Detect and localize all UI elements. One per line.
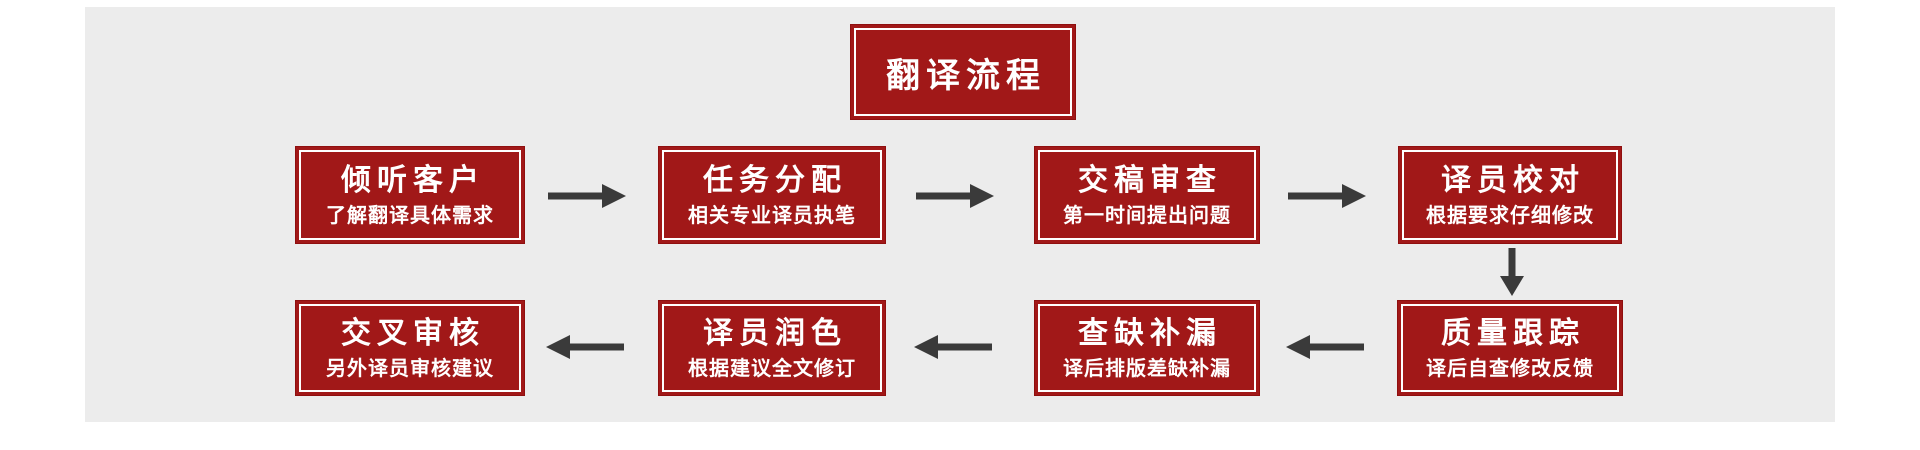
flow-box-translator-polishing: 译员润色 根据建议全文修订 (658, 300, 886, 396)
flow-box-title: 译员校对 (1441, 163, 1585, 199)
flow-box-frame: 任务分配 相关专业译员执笔 (662, 150, 882, 240)
flow-box-quality-tracking: 质量跟踪 译后自查修改反馈 (1397, 300, 1623, 396)
arrow-left-icon (546, 335, 624, 359)
flow-box-frame: 质量跟踪 译后自查修改反馈 (1401, 304, 1619, 392)
flow-box-subtitle: 另外译员审核建议 (326, 355, 494, 380)
flow-box-gap-check: 查缺补漏 译后排版差缺补漏 (1034, 300, 1260, 396)
flow-box-title: 交叉审核 (341, 316, 485, 352)
flow-box-title: 任务分配 (703, 163, 847, 199)
flow-box-title: 交稿审查 (1078, 163, 1222, 199)
flow-title-label: 翻译流程 (886, 55, 1046, 96)
flow-box-subtitle: 第一时间提出问题 (1063, 202, 1231, 227)
flow-box-frame: 译员润色 根据建议全文修订 (662, 304, 882, 392)
flow-box-frame: 交稿审查 第一时间提出问题 (1038, 150, 1256, 240)
flow-box-task-assignment: 任务分配 相关专业译员执笔 (658, 146, 886, 244)
arrow-left-icon (914, 335, 992, 359)
flow-box-subtitle: 译后排版差缺补漏 (1063, 355, 1231, 380)
flow-box-frame: 译员校对 根据要求仔细修改 (1402, 150, 1618, 240)
arrow-right-icon (548, 184, 626, 208)
flow-title-box-frame: 翻译流程 (854, 28, 1072, 116)
flow-box-translator-proofreading: 译员校对 根据要求仔细修改 (1398, 146, 1622, 244)
flow-box-frame: 倾听客户 了解翻译具体需求 (299, 150, 521, 240)
flow-box-title: 查缺补漏 (1078, 316, 1222, 352)
arrow-right-icon (916, 184, 994, 208)
flow-box-listen-customer: 倾听客户 了解翻译具体需求 (295, 146, 525, 244)
flow-box-cross-review: 交叉审核 另外译员审核建议 (295, 300, 525, 396)
flow-box-subtitle: 根据建议全文修订 (688, 355, 856, 380)
flow-box-title: 质量跟踪 (1441, 316, 1585, 352)
flow-title-box: 翻译流程 (850, 24, 1076, 120)
arrow-left-icon (1286, 335, 1364, 359)
flow-box-frame: 查缺补漏 译后排版差缺补漏 (1038, 304, 1256, 392)
flow-box-subtitle: 了解翻译具体需求 (326, 202, 494, 227)
flow-box-title: 译员润色 (703, 316, 847, 352)
flow-box-draft-review: 交稿审查 第一时间提出问题 (1034, 146, 1260, 244)
flow-box-frame: 交叉审核 另外译员审核建议 (299, 304, 521, 392)
flow-box-subtitle: 根据要求仔细修改 (1426, 202, 1594, 227)
flow-box-subtitle: 译后自查修改反馈 (1426, 355, 1594, 380)
arrow-right-icon (1288, 184, 1366, 208)
flow-box-title: 倾听客户 (341, 163, 485, 199)
arrow-down-icon (1500, 248, 1524, 296)
flow-box-subtitle: 相关专业译员执笔 (688, 202, 856, 227)
